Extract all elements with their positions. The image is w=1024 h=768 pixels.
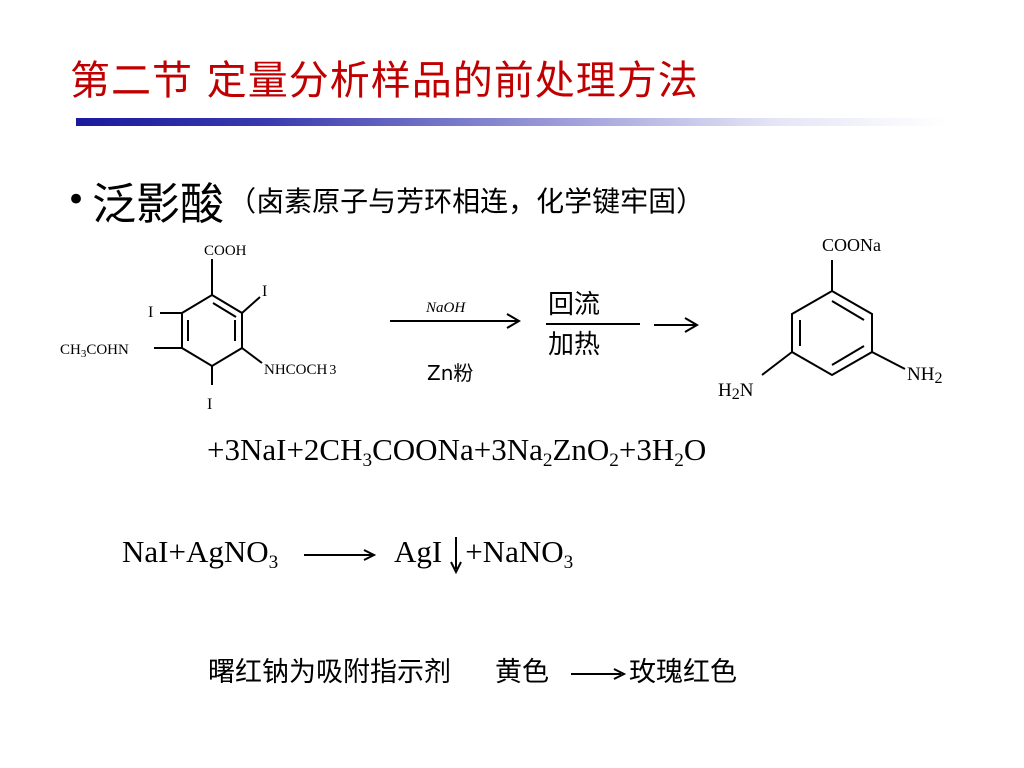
reaction-arrow-icon: [303, 548, 377, 561]
product-benzene-ring: [791, 289, 873, 377]
compound-note: （卤素原子与芳环相连，化学键牢固）: [228, 185, 705, 218]
iodine-label: I: [262, 283, 267, 300]
indicator-line: 曙红钠为吸附指示剂 黄色 玫瑰红色: [208, 650, 737, 689]
slide-title: 第二节 定量分析样品的前处理方法: [70, 58, 699, 104]
color-from: 黄色: [495, 657, 549, 688]
reactant-benzene-ring: [181, 293, 243, 368]
color-to: 玫瑰红色: [629, 657, 737, 688]
coona-label: COONa: [822, 235, 881, 255]
cooh-label: COOH: [204, 243, 247, 259]
indicator-text: 曙红钠为吸附指示剂: [208, 657, 451, 688]
bullet-icon: •: [66, 180, 87, 220]
condition-reflux: 回流: [548, 290, 600, 320]
bullet-item: •泛影酸（卤素原子与芳环相连，化学键牢固）: [66, 168, 704, 232]
acetamido-left-label: CH3COHN: [60, 342, 129, 360]
compound-name: 泛影酸: [92, 179, 225, 230]
amino-left-label: H2N: [718, 380, 754, 403]
reagent-naoh: NaOH: [425, 300, 466, 316]
color-change-arrow-icon: [571, 667, 627, 680]
silver-nitrate-equation: NaI+AgNO3 AgI +NaNO3: [122, 534, 573, 575]
amino-right-label: NH2: [907, 364, 942, 387]
reagent-zn-powder: Zn粉: [427, 361, 473, 385]
title-underline-bar: [76, 118, 946, 126]
condition-heat: 加热: [548, 330, 600, 360]
precipitate-down-arrow-icon: [450, 536, 463, 575]
equation-byproducts: +3NaI+2CH3COONa+3Na2ZnO2+3H2O: [207, 432, 707, 471]
iodine-label: I: [207, 396, 212, 413]
iodine-label: I: [148, 304, 153, 321]
